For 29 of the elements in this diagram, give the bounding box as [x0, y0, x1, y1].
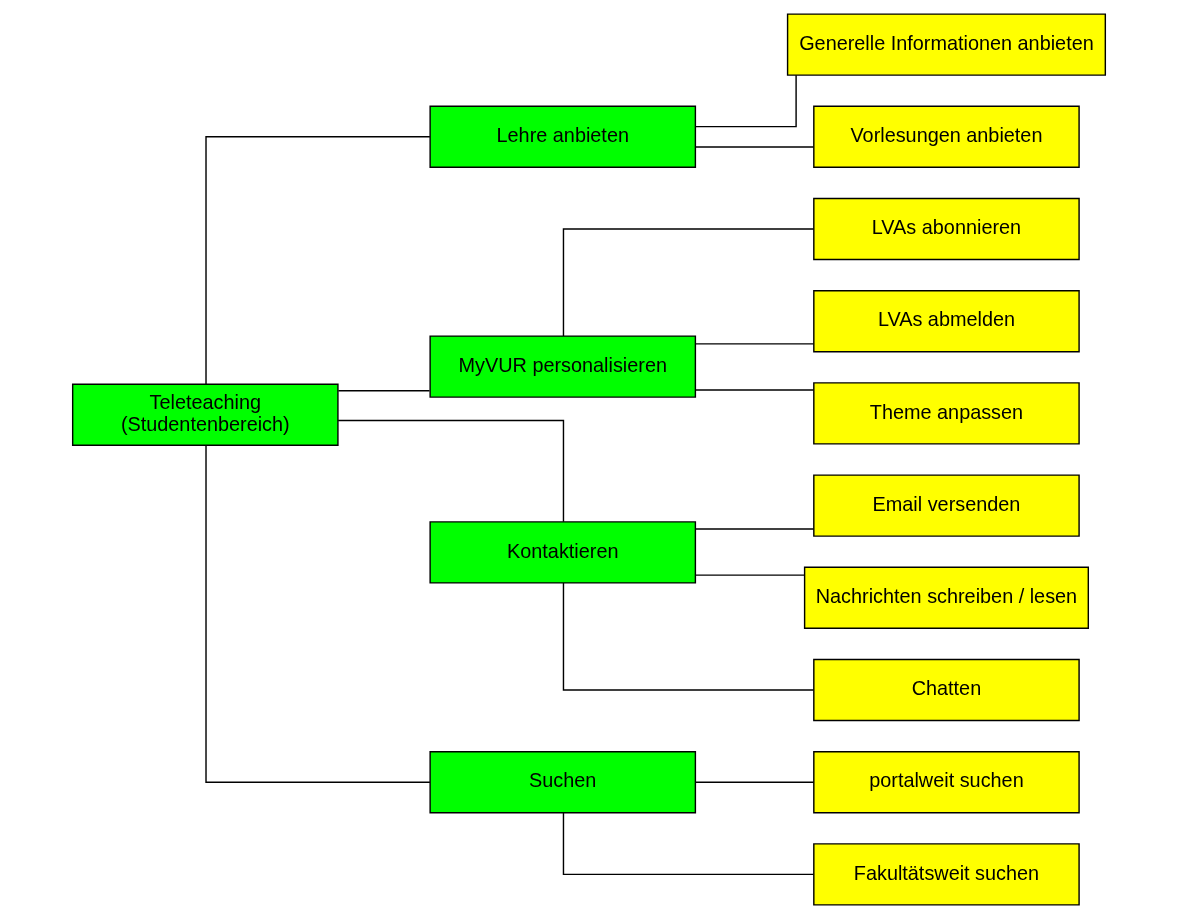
connector: [205, 136, 431, 385]
connector: [337, 390, 431, 392]
connector: [562, 582, 815, 691]
node-box: Lehre anbieten: [429, 105, 697, 168]
node-box: Fakultätsweit suchen: [813, 843, 1080, 906]
node-box: MyVUR personalisieren: [429, 335, 697, 398]
node-box: LVAs abmelden: [813, 290, 1080, 353]
node-box: Teleteaching (Studentenbereich): [71, 383, 339, 447]
node-box: Nachrichten schreiben / lesen: [803, 566, 1089, 629]
connector: [562, 812, 815, 876]
connector: [695, 781, 815, 783]
node-box: portalweit suchen: [813, 751, 1080, 814]
node-box: Generelle Informationen anbieten: [786, 13, 1107, 76]
connector: [337, 419, 565, 523]
node-box: Suchen: [429, 751, 697, 814]
node-box: Email versenden: [813, 474, 1080, 537]
connector: [695, 389, 815, 391]
connector: [562, 228, 815, 337]
node-box: LVAs abonnieren: [813, 197, 1080, 261]
connector: [205, 444, 431, 783]
node-box: Kontaktieren: [429, 521, 697, 584]
connector: [695, 74, 797, 128]
connector: [695, 146, 815, 148]
node-box: Vorlesungen anbieten: [813, 105, 1080, 168]
connector: [695, 343, 815, 345]
node-box: Theme anpassen: [813, 382, 1080, 445]
connector: [695, 574, 806, 576]
node-box: Chatten: [813, 658, 1080, 722]
connector: [695, 528, 815, 530]
